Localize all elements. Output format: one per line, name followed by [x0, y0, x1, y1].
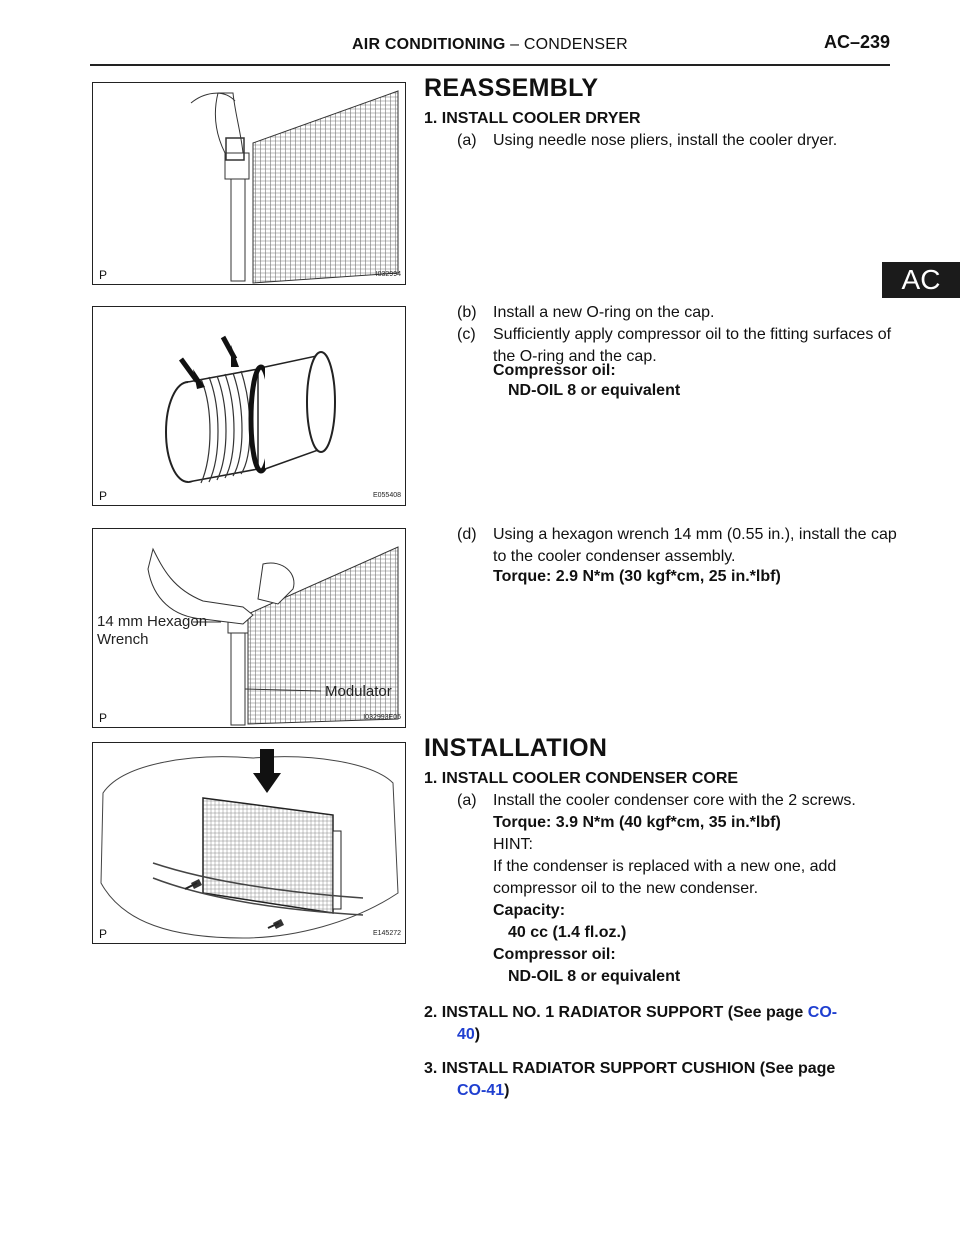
capacity-value: 40 cc (1.4 fl.oz.)	[508, 924, 627, 941]
substep-marker: (a)	[457, 132, 477, 149]
callout-modulator: Modulator	[325, 683, 392, 700]
capacity-label: Capacity:	[493, 902, 566, 919]
substep-marker: (d)	[457, 526, 477, 543]
oil-label: Compressor oil:	[493, 362, 616, 379]
step-install-radiator-cushion: 3. INSTALL RADIATOR SUPPORT CUSHION (See…	[424, 1058, 894, 1102]
substep-c: (c) Sufficiently apply compressor oil to …	[457, 324, 897, 368]
page-number: AC–239	[823, 32, 890, 52]
step-install-cooler-dryer: 1. INSTALL COOLER DRYER	[424, 110, 641, 127]
substep-b: (b) Install a new O-ring on the cap.	[457, 302, 897, 324]
hint-label: HINT:	[493, 836, 533, 853]
substep-text: Using a hexagon wrench 14 mm (0.55 in.),…	[493, 526, 897, 565]
step-install-condenser-core: 1. INSTALL COOLER CONDENSER CORE	[424, 770, 739, 787]
figure-p-marker: P	[99, 268, 108, 282]
section-tab: AC	[882, 262, 960, 298]
header-separator: –	[510, 36, 520, 53]
substep-marker: (c)	[457, 326, 476, 343]
hint-text: If the condenser is replaced with a new …	[493, 858, 837, 897]
substep-marker: (b)	[457, 304, 477, 321]
figure-p-marker: P	[99, 489, 108, 503]
figure-cap-oring: P E055408	[92, 306, 406, 506]
substep-d: (d) Using a hexagon wrench 14 mm (0.55 in…	[457, 524, 897, 568]
substep-text: Install a new O-ring on the cap.	[493, 304, 715, 321]
cap-oring-illustration	[165, 335, 336, 484]
link-co-40[interactable]: CO-	[807, 1004, 838, 1021]
figure-code: I032993E06	[363, 714, 401, 721]
substep-a: (a) Using needle nose pliers, install the…	[457, 130, 897, 152]
oil-value: ND-OIL 8 or equivalent	[508, 968, 681, 985]
installation-heading: INSTALLATION	[424, 734, 608, 762]
substep-text: Install the cooler condenser core with t…	[493, 792, 856, 809]
header-title: AIR CONDITIONING – CONDENSER	[90, 36, 890, 54]
substep-text: Sufficiently apply compressor oil to the…	[493, 326, 892, 365]
callout-wrench-line1: 14 mm Hexagon	[97, 613, 208, 630]
link-co-41[interactable]: CO-41	[457, 1082, 505, 1099]
hexagon-wrench-illustration	[147, 546, 399, 726]
callout-wrench-line2: Wrench	[97, 631, 149, 648]
substep-a: (a) Install the cooler condenser core wit…	[457, 790, 897, 812]
torque-spec: Torque: 3.9 N*m (40 kgf*cm, 35 in.*lbf)	[493, 814, 781, 831]
figure-code: I032994	[375, 271, 401, 278]
step-text-close: )	[504, 1082, 510, 1099]
link-co-40-cont[interactable]: 40	[457, 1026, 475, 1043]
figure-p-marker: P	[99, 711, 108, 725]
figure-cooler-dryer: P I032994	[92, 82, 406, 285]
substep-text: Using needle nose pliers, install the co…	[493, 132, 838, 149]
step-text: 3. INSTALL RADIATOR SUPPORT CUSHION (See…	[424, 1060, 836, 1077]
figure-code: E145272	[372, 930, 401, 937]
oil-label: Compressor oil:	[493, 946, 616, 963]
figure-p-marker: P	[99, 927, 108, 941]
cooler-dryer-illustration	[190, 90, 399, 284]
substep-marker: (a)	[457, 792, 477, 809]
step-text-close: )	[474, 1026, 481, 1043]
torque-spec: Torque: 2.9 N*m (30 kgf*cm, 25 in.*lbf)	[493, 568, 781, 585]
step-install-radiator-support: 2. INSTALL NO. 1 RADIATOR SUPPORT (See p…	[424, 1002, 894, 1046]
header-section: AIR CONDITIONING	[352, 36, 506, 53]
page-header: AIR CONDITIONING – CONDENSER AC–239	[90, 30, 890, 66]
header-subsection: CONDENSER	[523, 36, 628, 53]
figure-hexagon-wrench: 14 mm Hexagon Wrench Modulator P I032993…	[92, 528, 406, 728]
figure-code: E055408	[372, 492, 401, 499]
figure-condenser-install: P E145272	[92, 742, 406, 944]
condenser-install-illustration	[100, 749, 399, 939]
reassembly-heading: REASSEMBLY	[424, 74, 599, 102]
step-text: 2. INSTALL NO. 1 RADIATOR SUPPORT (See p…	[424, 1004, 808, 1021]
oil-value: ND-OIL 8 or equivalent	[508, 382, 681, 399]
